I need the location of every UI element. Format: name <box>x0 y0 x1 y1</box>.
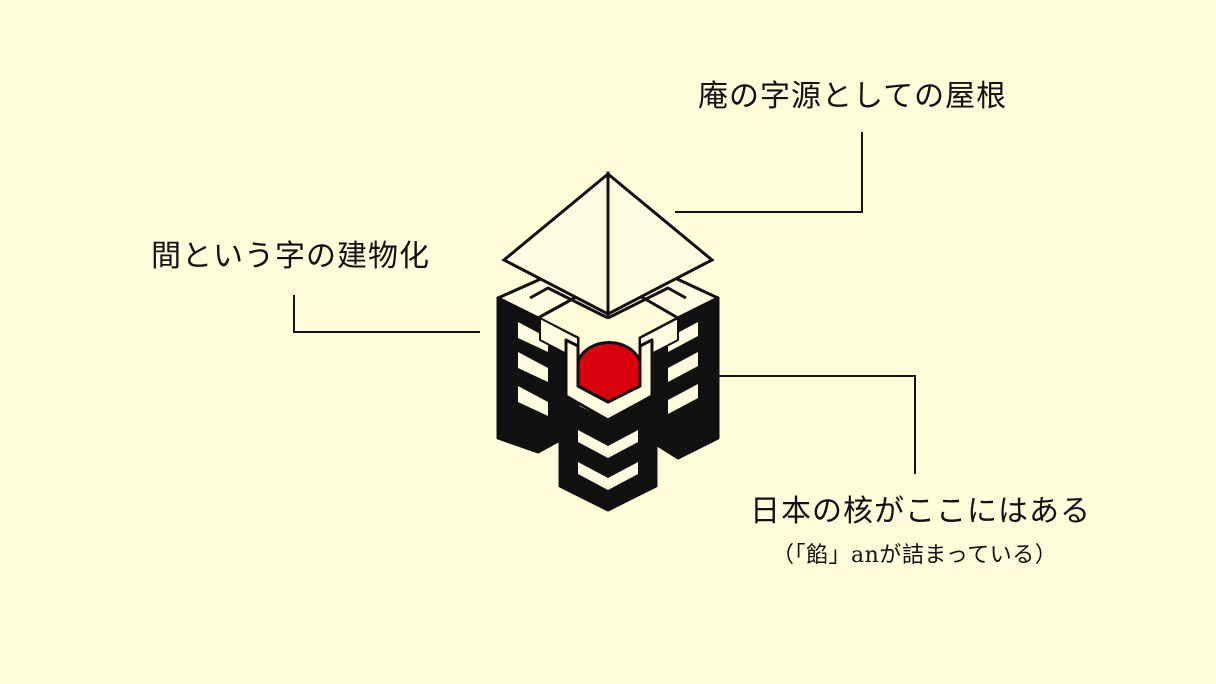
ma-leader-line <box>293 295 480 333</box>
back-rim-left <box>529 286 609 320</box>
roof-label: 庵の字源としての屋根 <box>698 79 1008 114</box>
ma-building-label: 間という字の建物化 <box>151 239 430 274</box>
center-block-window-1 <box>578 430 638 458</box>
core-red <box>576 340 642 404</box>
center-block <box>558 396 658 512</box>
ma-building <box>496 276 720 512</box>
pyramid-roof <box>501 170 715 317</box>
left-tower-window-3 <box>518 386 548 416</box>
right-tower-window-2 <box>668 352 698 382</box>
left-tower <box>496 276 580 454</box>
core-sub-label: （「餡」anが詰まっている） <box>772 543 1058 568</box>
right-tower-window-3 <box>668 384 698 414</box>
roof-leader-line <box>675 132 863 213</box>
left-tower-window-1 <box>518 322 548 352</box>
center-block-window-2 <box>578 462 638 490</box>
core-label: 日本の核がここにはある <box>750 494 1091 529</box>
roof-right-face <box>606 170 715 317</box>
back-rim-right <box>607 286 687 320</box>
core-leader-line <box>625 375 916 474</box>
left-tower-window-2 <box>518 352 548 382</box>
leader-lines <box>293 132 916 474</box>
right-tower-window-1 <box>668 322 698 352</box>
